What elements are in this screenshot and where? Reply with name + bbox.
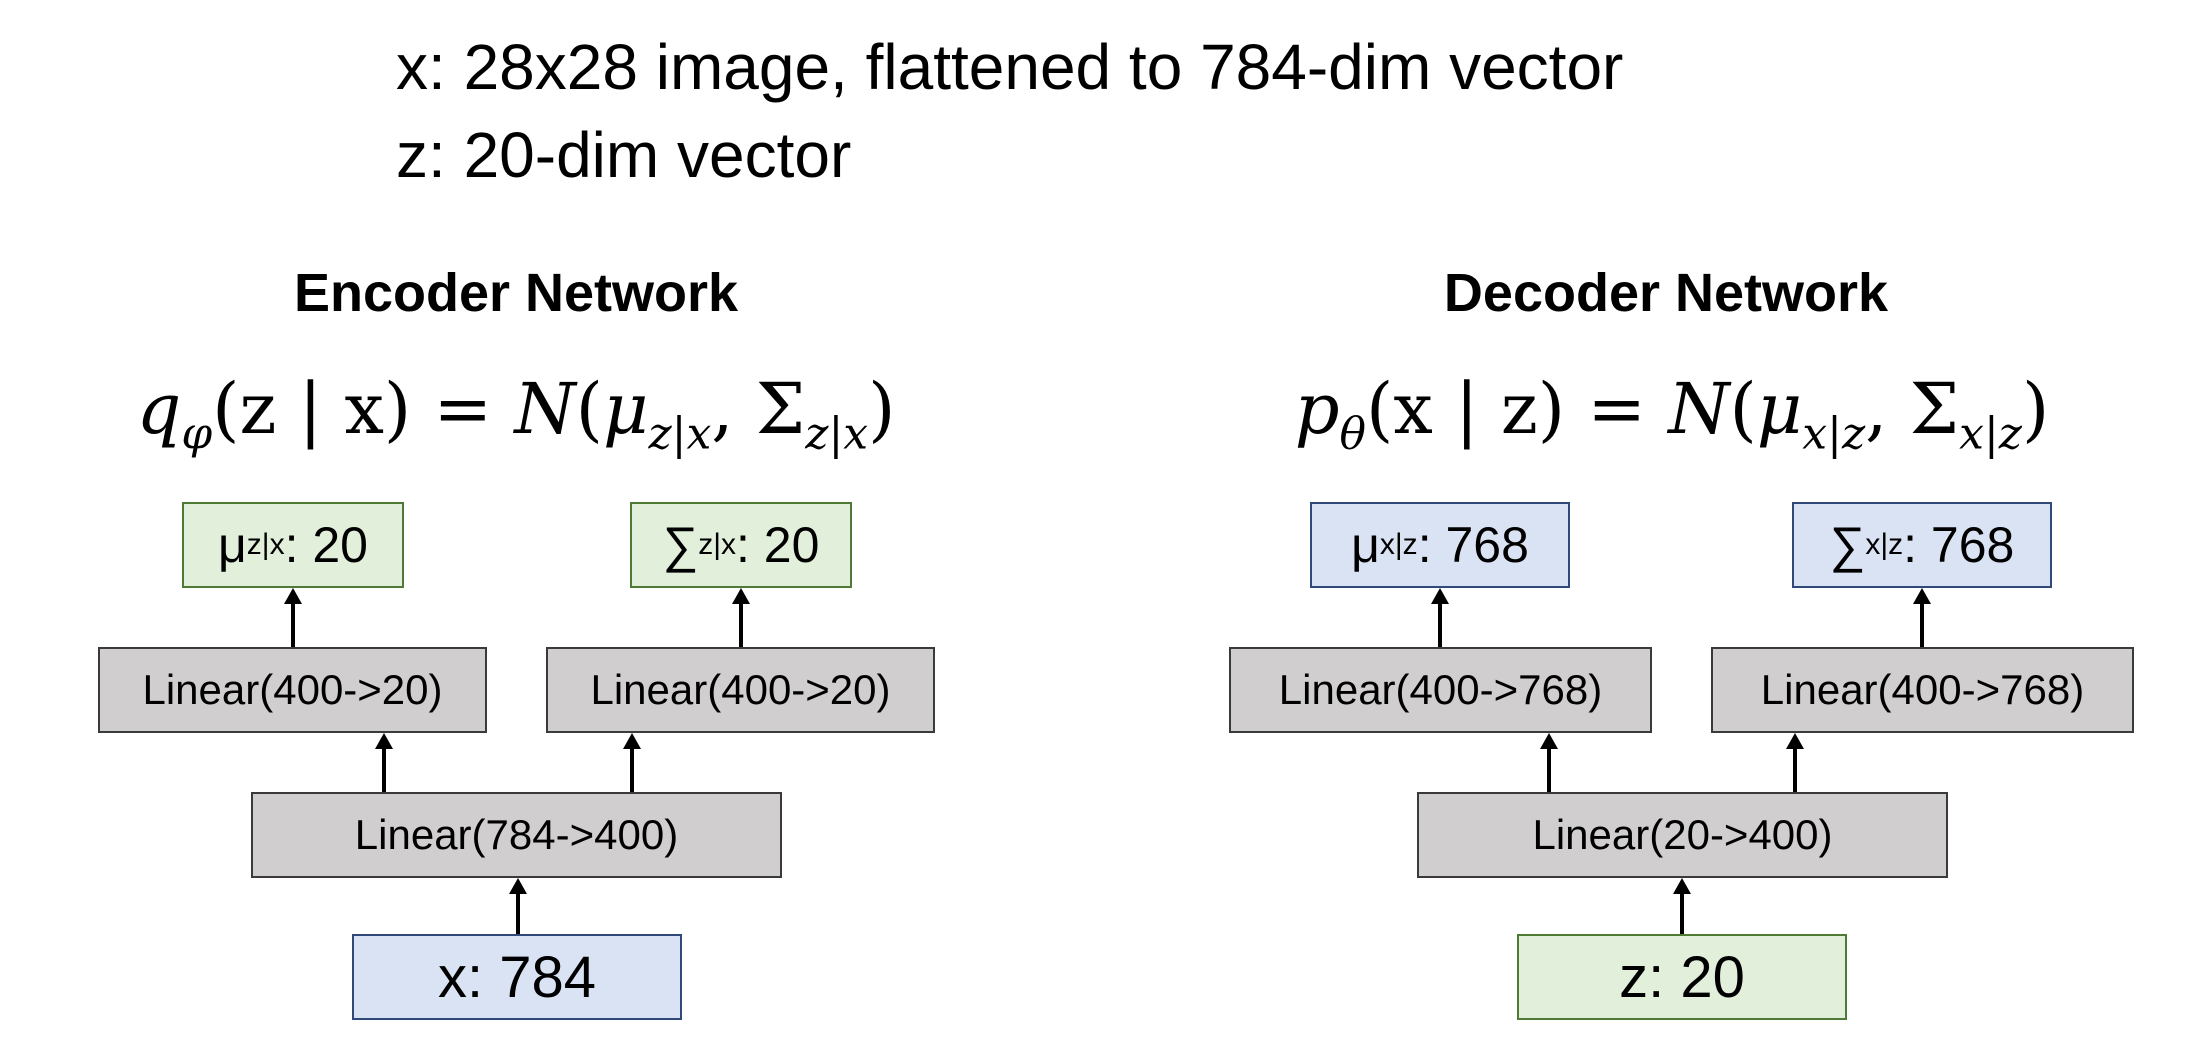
formula-open: (	[575, 368, 603, 450]
formula-fn: q	[136, 368, 182, 450]
mu-value: : 20	[284, 517, 368, 573]
decoder-input-box: z: 20	[1517, 934, 1847, 1020]
decoder-title: Decoder Network	[1443, 263, 1889, 323]
formula-close: )	[2021, 368, 2050, 450]
formula-dist: N	[514, 368, 576, 450]
sigma-subscript: x|z	[1865, 528, 1904, 561]
encoder-formula: qφ(z | x) = N(μz|x, Σz|x)	[137, 368, 896, 459]
mu-subscript: z|x	[246, 528, 285, 561]
formula-open: (	[1729, 368, 1757, 450]
encoder-title: Encoder Network	[293, 263, 739, 323]
formula-dist: N	[1668, 368, 1730, 450]
formula-fn-sub: φ	[181, 408, 213, 460]
header-line-z: z: 20-dim vector	[396, 119, 852, 191]
sigma-symbol: ∑	[1829, 517, 1866, 573]
formula-mu-sub: x|z	[1802, 408, 1866, 460]
encoder-linear-left-box: Linear(400->20)	[98, 647, 487, 733]
formula-sigma: Σ	[755, 368, 806, 450]
sigma-value: : 20	[736, 517, 820, 573]
formula-mu: μ	[1756, 368, 1803, 450]
formula-close: )	[868, 368, 896, 450]
header-line-x: x: 28x28 image, flattened to 784-dim vec…	[396, 31, 1624, 103]
decoder-linear-base-box: Linear(20->400)	[1417, 792, 1948, 878]
formula-sigma: Σ	[1909, 368, 1960, 450]
formula-fn: p	[1294, 368, 1340, 450]
encoder-linear-right-box: Linear(400->20)	[546, 647, 935, 733]
formula-comma: ,	[711, 368, 756, 450]
decoder-sigma-output-box: ∑x|z: 768	[1792, 502, 2052, 588]
formula-mu-sub: z|x	[648, 408, 712, 460]
mu-value: : 768	[1417, 517, 1529, 573]
decoder-linear-right-box: Linear(400->768)	[1711, 647, 2134, 733]
sigma-symbol: ∑	[662, 517, 699, 573]
encoder-sigma-output-box: ∑z|x: 20	[630, 502, 852, 588]
sigma-subscript: z|x	[698, 528, 737, 561]
formula-equals: =	[411, 368, 515, 450]
formula-sigma-sub: x|z	[1959, 408, 2022, 460]
mu-subscript: x|z	[1379, 528, 1418, 561]
encoder-input-box: x: 784	[352, 934, 682, 1020]
formula-fn-sub: θ	[1339, 408, 1367, 460]
mu-symbol: μ	[1351, 517, 1380, 573]
formula-args: (x | z)	[1366, 368, 1566, 450]
formula-mu: μ	[602, 368, 649, 450]
mu-symbol: μ	[217, 517, 247, 573]
decoder-linear-left-box: Linear(400->768)	[1229, 647, 1652, 733]
decoder-formula: pθ(x | z) = N(μx|z, Σx|z)	[1295, 368, 2050, 459]
encoder-linear-base-box: Linear(784->400)	[251, 792, 782, 878]
formula-args: (z | x)	[212, 368, 412, 450]
formula-comma: ,	[1865, 368, 1910, 450]
formula-sigma-sub: z|x	[805, 408, 869, 460]
formula-equals: =	[1565, 368, 1669, 450]
sigma-value: : 768	[1903, 517, 2015, 573]
